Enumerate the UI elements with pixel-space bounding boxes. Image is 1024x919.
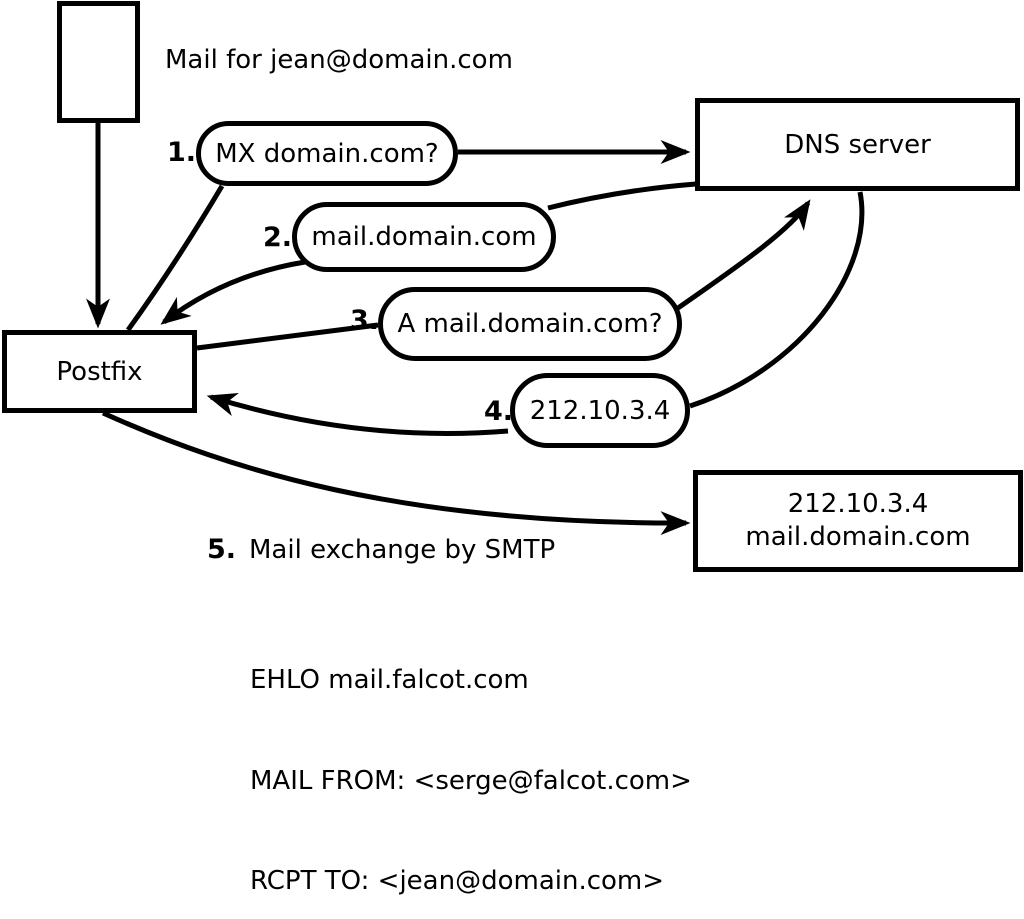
query-mx-label: MX domain.com? [215, 138, 439, 169]
smtp-session-transcript: EHLO mail.falcot.com MAIL FROM: <serge@f… [250, 597, 692, 919]
query-a-label: A mail.domain.com? [397, 309, 663, 339]
smtp-line: EHLO mail.falcot.com [250, 665, 529, 695]
arrow-answer4-to-postfix [206, 393, 509, 436]
dns-server-label: DNS server [784, 129, 931, 160]
smtp-exchange-label: Mail exchange by SMTP [249, 535, 556, 565]
diagram-title: Mail for jean@domain.com [165, 45, 513, 75]
smtp-line: MAIL FROM: <serge@falcot.com> [250, 765, 692, 796]
smtp-line: RCPT TO: <jean@domain.com> [250, 866, 665, 896]
arrow-postfix-to-mailserver [101, 410, 691, 536]
mail-document-box [57, 1, 140, 123]
arrow-answer2-to-postfix [160, 259, 306, 325]
postfix-label: Postfix [56, 356, 143, 387]
line-postfix-to-query1 [125, 184, 225, 332]
arrow-query3-to-dns [676, 199, 811, 311]
query-a-pill: A mail.domain.com? [378, 287, 682, 361]
line-postfix-to-query3 [196, 322, 379, 351]
mailserver-hostname: mail.domain.com [745, 522, 971, 552]
line-dns-to-answer4 [689, 191, 865, 409]
line-dns-to-answer2 [547, 181, 697, 211]
answer-mx-label: mail.domain.com [311, 222, 537, 252]
mailserver-ip: 212.10.3.4 [787, 489, 929, 519]
step-2-number: 2. [263, 222, 293, 253]
step-1-number: 1. [167, 137, 197, 168]
query-mx-pill: MX domain.com? [196, 121, 458, 186]
step-3-number: 3. [350, 305, 380, 336]
answer-a-pill: 212.10.3.4 [510, 373, 690, 448]
postfix-node: Postfix [2, 330, 197, 413]
step-5-number: 5. [207, 534, 237, 565]
answer-a-label: 212.10.3.4 [529, 395, 671, 426]
mailserver-node: 212.10.3.4 mail.domain.com [693, 470, 1023, 572]
step-4-number: 4. [484, 396, 514, 427]
answer-mx-pill: mail.domain.com [292, 202, 556, 272]
dns-server-node: DNS server [695, 98, 1020, 191]
